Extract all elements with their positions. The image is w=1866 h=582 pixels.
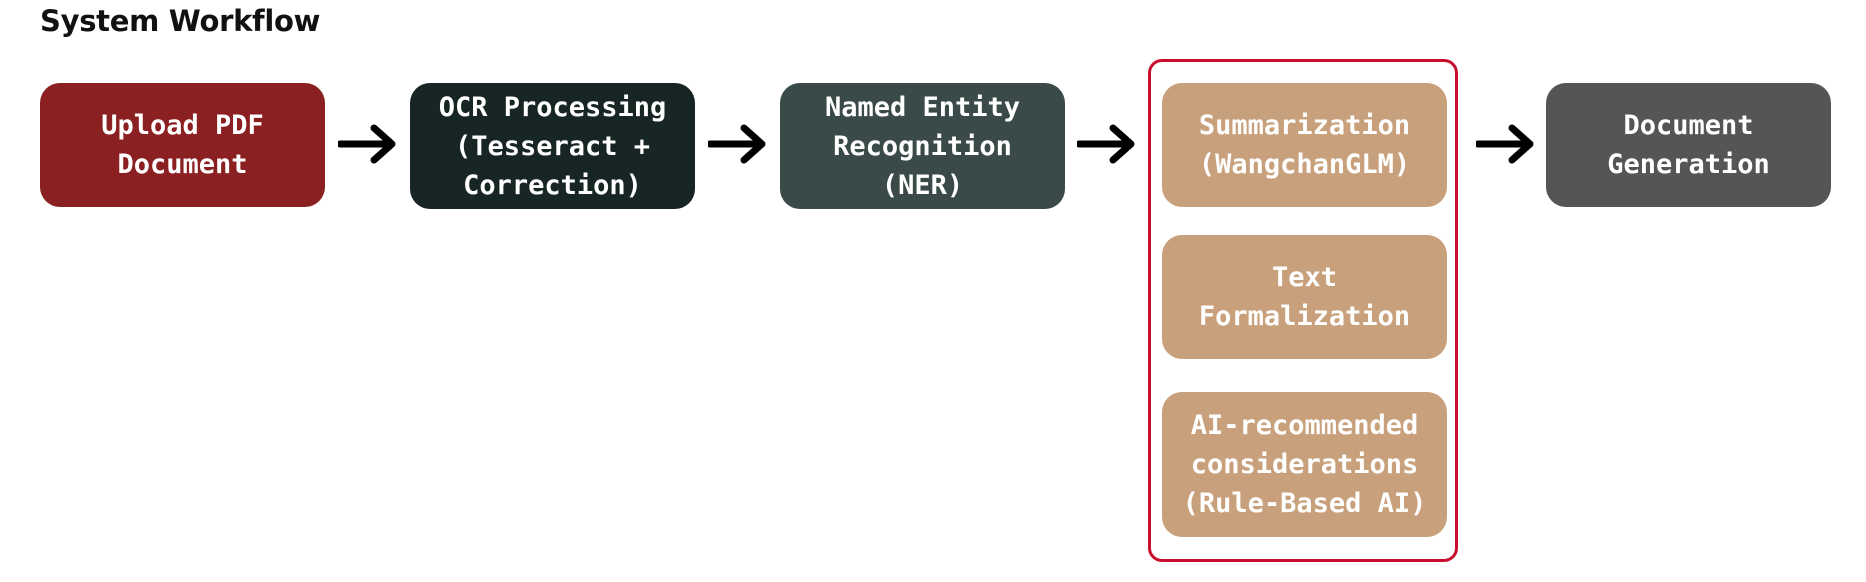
arrow-upload-to-ocr	[338, 122, 400, 166]
arrow-ocr-to-ner	[708, 122, 770, 166]
node-named-entity-recognition: Named Entity Recognition (NER)	[780, 83, 1065, 209]
arrow-ner-to-group	[1077, 122, 1139, 166]
node-upload-pdf: Upload PDF Document	[40, 83, 325, 207]
node-ai-recommended-considerations: AI-recommended considerations (Rule-Base…	[1162, 392, 1447, 537]
node-text-formalization: Text Formalization	[1162, 235, 1447, 359]
node-ocr-processing: OCR Processing (Tesseract + Correction)	[410, 83, 695, 209]
arrow-group-to-generation	[1476, 122, 1538, 166]
diagram-title: System Workflow	[40, 4, 321, 38]
nlp-processing-group	[1148, 59, 1458, 562]
node-summarization: Summarization (WangchanGLM)	[1162, 83, 1447, 207]
node-document-generation: Document Generation	[1546, 83, 1831, 207]
